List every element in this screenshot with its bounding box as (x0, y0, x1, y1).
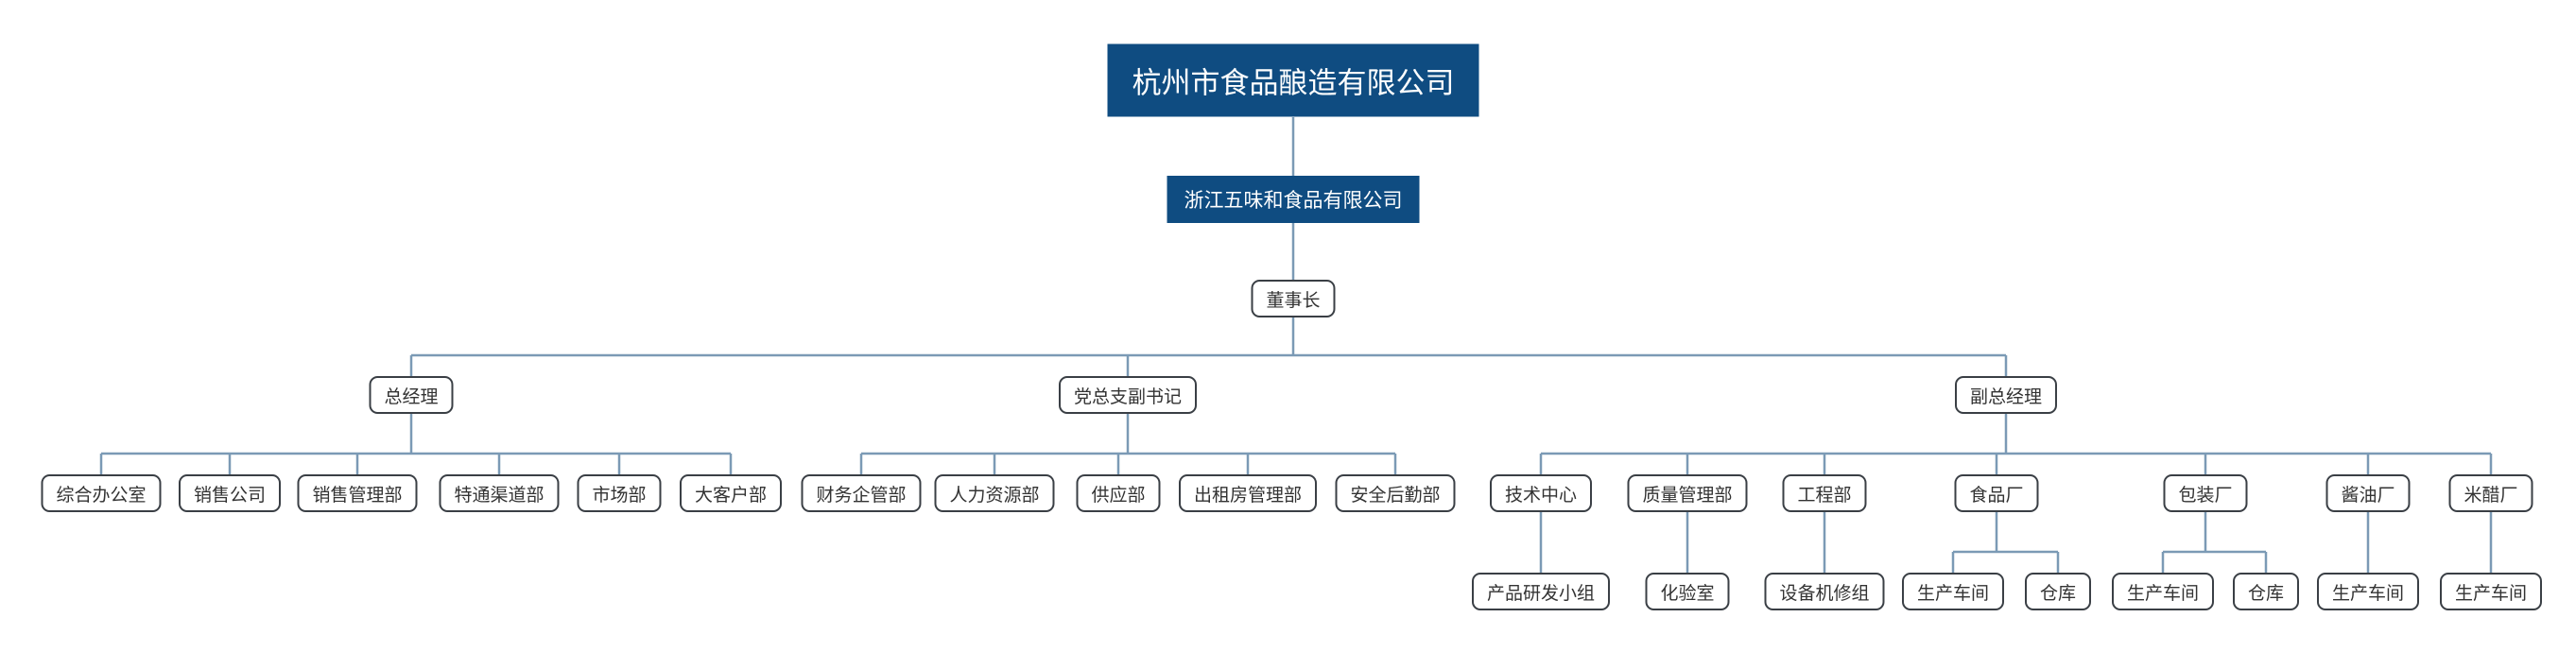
unit-node: 仓库 (2024, 573, 2092, 610)
department-node: 销售公司 (178, 474, 282, 512)
unit-node: 化验室 (1645, 573, 1730, 610)
department-node: 工程部 (1782, 474, 1867, 512)
unit-node: 仓库 (2232, 573, 2300, 610)
department-node: 人力资源部 (934, 474, 1055, 512)
unit-node: 生产车间 (2316, 573, 2420, 610)
department-node: 安全后勤部 (1335, 474, 1456, 512)
department-node: 特通渠道部 (439, 474, 560, 512)
chairman-node: 董事长 (1251, 280, 1336, 317)
unit-node: 设备机修组 (1764, 573, 1885, 610)
department-node: 食品厂 (1954, 474, 2039, 512)
department-node: 销售管理部 (297, 474, 418, 512)
branch-node-party-secretary: 党总支副书记 (1058, 376, 1198, 414)
department-node: 市场部 (577, 474, 662, 512)
company-node: 浙江五味和食品有限公司 (1167, 176, 1420, 223)
department-node: 综合办公室 (41, 474, 162, 512)
department-node: 米醋厂 (2448, 474, 2533, 512)
branch-node-general-manager: 总经理 (369, 376, 454, 414)
unit-node: 生产车间 (2439, 573, 2543, 610)
department-node: 酱油厂 (2325, 474, 2411, 512)
department-node: 技术中心 (1489, 474, 1593, 512)
unit-node: 生产车间 (1901, 573, 2005, 610)
department-node: 大客户部 (679, 474, 783, 512)
department-node: 质量管理部 (1627, 474, 1748, 512)
department-node: 供应部 (1076, 474, 1161, 512)
department-node: 财务企管部 (801, 474, 922, 512)
branch-node-deputy-manager: 副总经理 (1954, 376, 2058, 414)
unit-node: 生产车间 (2111, 573, 2215, 610)
department-node: 出租房管理部 (1178, 474, 1318, 512)
unit-node: 产品研发小组 (1471, 573, 1611, 610)
department-node: 包装厂 (2163, 474, 2248, 512)
root-node: 杭州市食品酿造有限公司 (1107, 43, 1479, 117)
